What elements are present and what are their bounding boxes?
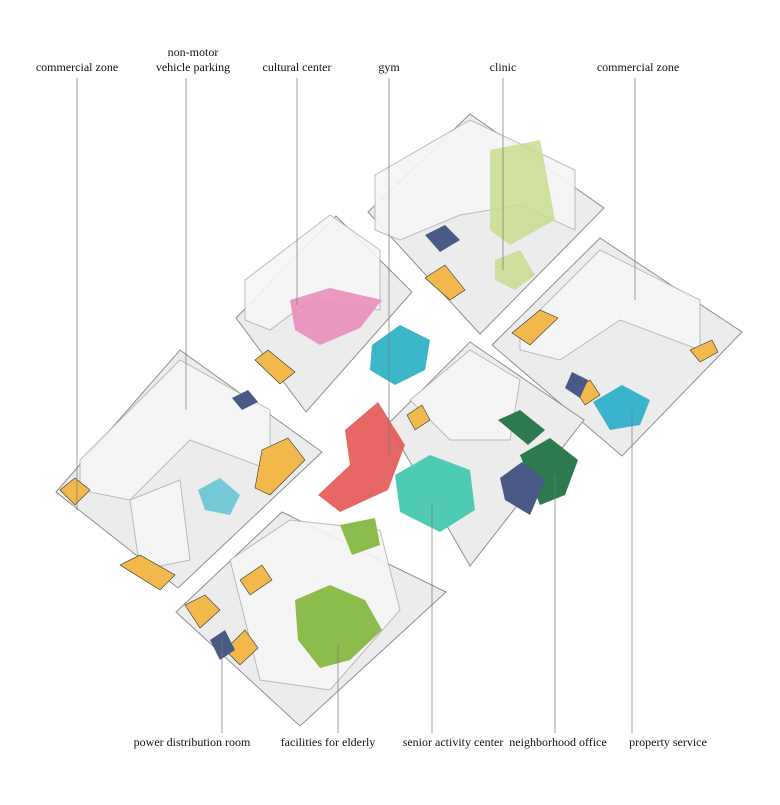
commercial-zone-fill bbox=[59, 264, 719, 666]
label-line-2: vehicle parking bbox=[155, 60, 231, 74]
label-facilities-for-elderly: facilities for elderly bbox=[280, 735, 376, 749]
label-property-service: property service bbox=[629, 735, 707, 749]
small-teal-fill bbox=[198, 478, 240, 515]
senior-activity-center-fill bbox=[395, 455, 475, 532]
program-zones bbox=[59, 140, 719, 668]
label-neighborhood-office: neighborhood office bbox=[509, 735, 607, 749]
leader-lines bbox=[76, 78, 636, 733]
label-non-motor-parking: non-motor vehicle parking bbox=[156, 45, 230, 75]
label-gym: gym bbox=[378, 60, 400, 74]
label-clinic: clinic bbox=[489, 60, 517, 74]
property-service-fill bbox=[593, 385, 650, 430]
elderly-facilities-fill bbox=[295, 518, 382, 668]
gym-fill bbox=[370, 325, 430, 385]
label-line-1: non-motor bbox=[167, 45, 219, 59]
label-commercial-zone-right: commercial zone bbox=[596, 60, 680, 74]
label-commercial-zone-left: commercial zone bbox=[35, 60, 119, 74]
plaza-fill bbox=[318, 402, 405, 512]
label-cultural-center: cultural center bbox=[262, 60, 332, 74]
neighborhood-office-fill bbox=[498, 410, 578, 505]
cultural-center-fill bbox=[290, 288, 382, 345]
clinic-fill bbox=[490, 140, 555, 290]
label-power-distribution-room: power distribution room bbox=[133, 735, 251, 749]
label-senior-activity-center: senior activity center bbox=[402, 735, 504, 749]
